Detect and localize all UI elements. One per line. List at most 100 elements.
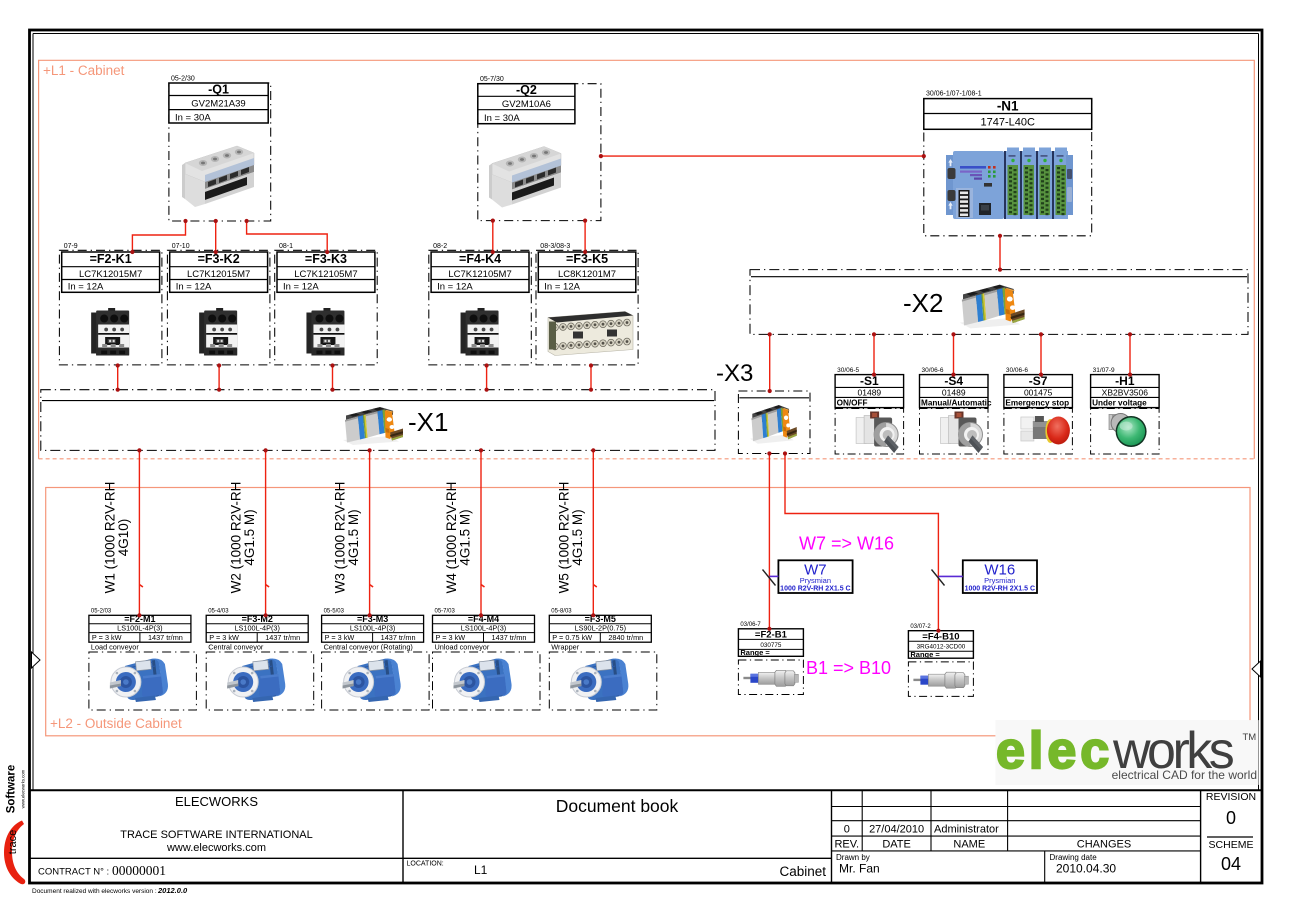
svg-text:4G1.5 M): 4G1.5 M): [458, 509, 473, 565]
svg-text:LS100L-4P(3): LS100L-4P(3): [350, 624, 395, 633]
svg-text:=F2-B1: =F2-B1: [755, 629, 788, 640]
svg-text:LS100L-4P(3): LS100L-4P(3): [461, 624, 506, 633]
svg-text:1747-L40C: 1747-L40C: [980, 117, 1034, 129]
svg-text:4G1.5 M): 4G1.5 M): [346, 509, 361, 565]
svg-text:30/06-6: 30/06-6: [922, 367, 944, 374]
svg-text:LS100L-4P(3): LS100L-4P(3): [117, 624, 162, 633]
svg-text:2012.0.0: 2012.0.0: [157, 886, 188, 895]
svg-text:=F3-K5: =F3-K5: [566, 252, 608, 266]
svg-text:www.elecworks.com: www.elecworks.com: [21, 769, 26, 808]
svg-text:electrical CAD for the world: electrical CAD for the world: [1112, 768, 1257, 782]
svg-text:TRACE SOFTWARE INTERNATIONAL: TRACE SOFTWARE INTERNATIONAL: [120, 829, 313, 841]
svg-text:30/06-1/07-1/08-1: 30/06-1/07-1/08-1: [926, 91, 982, 98]
svg-text:=F3-M5: =F3-M5: [585, 614, 616, 624]
svg-text:SCHEME: SCHEME: [1209, 839, 1254, 851]
svg-text:www.elecworks.com: www.elecworks.com: [166, 842, 266, 854]
svg-text:NAME: NAME: [953, 838, 985, 850]
svg-text:Drawing date: Drawing date: [1050, 853, 1098, 862]
svg-text:B1 => B10: B1 => B10: [806, 658, 891, 678]
svg-text:W3 (1000 R2V-RH: W3 (1000 R2V-RH: [333, 482, 348, 594]
svg-text:-Q2: -Q2: [516, 83, 537, 97]
svg-text:Document realized with elecwor: Document realized with elecworks version…: [32, 888, 157, 895]
svg-text:=F3-K2: =F3-K2: [198, 252, 240, 266]
svg-text:Mr. Fan: Mr. Fan: [839, 862, 880, 876]
svg-text:=F2-M1: =F2-M1: [124, 614, 155, 624]
svg-text:-X3: -X3: [716, 360, 753, 387]
svg-text:P = 3 kW: P = 3 kW: [436, 633, 466, 642]
svg-text:-S4: -S4: [944, 374, 963, 388]
svg-text:31/07-9: 31/07-9: [1093, 367, 1115, 374]
svg-text:REV.: REV.: [834, 838, 859, 850]
svg-text:=F3-M2: =F3-M2: [242, 614, 273, 624]
svg-text:Emergency stop: Emergency stop: [1005, 398, 1069, 407]
svg-text:Software: Software: [6, 765, 18, 814]
svg-text:07-10: 07-10: [172, 243, 190, 250]
svg-text:08-3/08-3: 08-3/08-3: [540, 243, 570, 250]
svg-text:LS90L-2P(0.75): LS90L-2P(0.75): [575, 624, 627, 633]
svg-text:+L2 - Outside Cabinet: +L2 - Outside Cabinet: [50, 716, 182, 731]
svg-text:In = 12A: In = 12A: [544, 282, 580, 293]
svg-text:Prysmian: Prysmian: [800, 576, 831, 585]
svg-text:030775: 030775: [760, 642, 782, 649]
svg-text:=F2-K1: =F2-K1: [90, 252, 132, 266]
svg-text:2010.04.30: 2010.04.30: [1056, 862, 1116, 876]
svg-text:W4 (1000 R2V-RH: W4 (1000 R2V-RH: [444, 482, 459, 594]
svg-text:P = 0.75 kW: P = 0.75 kW: [552, 633, 592, 642]
svg-text:30/06-6: 30/06-6: [1006, 367, 1028, 374]
svg-text:1437 tr/mn: 1437 tr/mn: [381, 633, 416, 642]
svg-text:-N1: -N1: [997, 99, 1019, 114]
svg-text:08-1: 08-1: [279, 243, 293, 250]
svg-text:Document book: Document book: [556, 796, 679, 816]
svg-text:08-2: 08-2: [433, 243, 447, 250]
svg-text:LC8K1201M7: LC8K1201M7: [558, 269, 616, 280]
svg-text:Range =: Range =: [740, 648, 770, 657]
svg-text:27/04/2010: 27/04/2010: [869, 823, 924, 835]
svg-text:In = 12A: In = 12A: [437, 282, 473, 293]
svg-text:1000 R2V-RH 2X1.5 C: 1000 R2V-RH 2X1.5 C: [780, 586, 850, 593]
svg-text:05-7/30: 05-7/30: [480, 76, 504, 83]
svg-text:05-4/03: 05-4/03: [208, 609, 229, 615]
svg-text:LOCATION:: LOCATION:: [407, 861, 444, 868]
svg-text:1437 tr/mn: 1437 tr/mn: [492, 633, 527, 642]
svg-text:In = 30A: In = 30A: [484, 113, 520, 124]
svg-text:Prysmian: Prysmian: [984, 576, 1015, 585]
svg-text:REVISION: REVISION: [1206, 791, 1256, 803]
svg-text:05-2/30: 05-2/30: [171, 76, 195, 83]
svg-text:Central conveyor (Rotating): Central conveyor (Rotating): [324, 643, 413, 652]
svg-text:07-9: 07-9: [64, 243, 78, 250]
svg-text:In = 12A: In = 12A: [176, 282, 212, 293]
svg-text:001475: 001475: [1024, 387, 1053, 397]
svg-text:Manual/Automatic: Manual/Automatic: [921, 398, 992, 407]
svg-text:3RG4012-3CD00: 3RG4012-3CD00: [917, 644, 966, 651]
svg-text:P = 3 kW: P = 3 kW: [209, 633, 239, 642]
svg-text:Under voltage: Under voltage: [1092, 398, 1147, 407]
svg-text:05-5/03: 05-5/03: [324, 609, 345, 615]
svg-text:-X2: -X2: [903, 288, 943, 318]
svg-text:+L1 - Cabinet: +L1 - Cabinet: [43, 63, 125, 78]
svg-text:trace: trace: [7, 830, 19, 854]
svg-text:1437 tr/mn: 1437 tr/mn: [148, 633, 183, 642]
svg-text:0: 0: [844, 823, 850, 835]
svg-text:DATE: DATE: [882, 838, 911, 850]
svg-text:P = 3 kW: P = 3 kW: [92, 633, 122, 642]
svg-text:works: works: [1112, 722, 1234, 780]
svg-text:-S7: -S7: [1029, 374, 1048, 388]
svg-text:Administrator: Administrator: [934, 823, 999, 835]
svg-text:Load conveyor: Load conveyor: [91, 643, 139, 652]
svg-text:03/07-2: 03/07-2: [910, 624, 931, 630]
svg-text:L1: L1: [474, 863, 488, 877]
svg-text:W5 (1000 R2V-RH: W5 (1000 R2V-RH: [556, 482, 571, 594]
svg-text:Unload conveyor: Unload conveyor: [435, 643, 490, 652]
svg-text:=F4-B10: =F4-B10: [922, 631, 959, 642]
svg-text:ELECWORKS: ELECWORKS: [175, 794, 258, 809]
svg-text:In = 12A: In = 12A: [68, 282, 104, 293]
svg-text:W7: W7: [804, 562, 827, 579]
svg-text:CHANGES: CHANGES: [1077, 838, 1131, 850]
svg-text:30/06-5: 30/06-5: [837, 367, 859, 374]
svg-text:2840 tr/mn: 2840 tr/mn: [608, 633, 643, 642]
svg-text:=F3-M3: =F3-M3: [357, 614, 388, 624]
svg-text:LC7K12015M7: LC7K12015M7: [79, 269, 142, 280]
svg-text:W1 (1000 R2V-RH: W1 (1000 R2V-RH: [102, 482, 117, 594]
svg-text:Drawn by: Drawn by: [836, 853, 870, 862]
svg-text:Central conveyor: Central conveyor: [208, 643, 264, 652]
